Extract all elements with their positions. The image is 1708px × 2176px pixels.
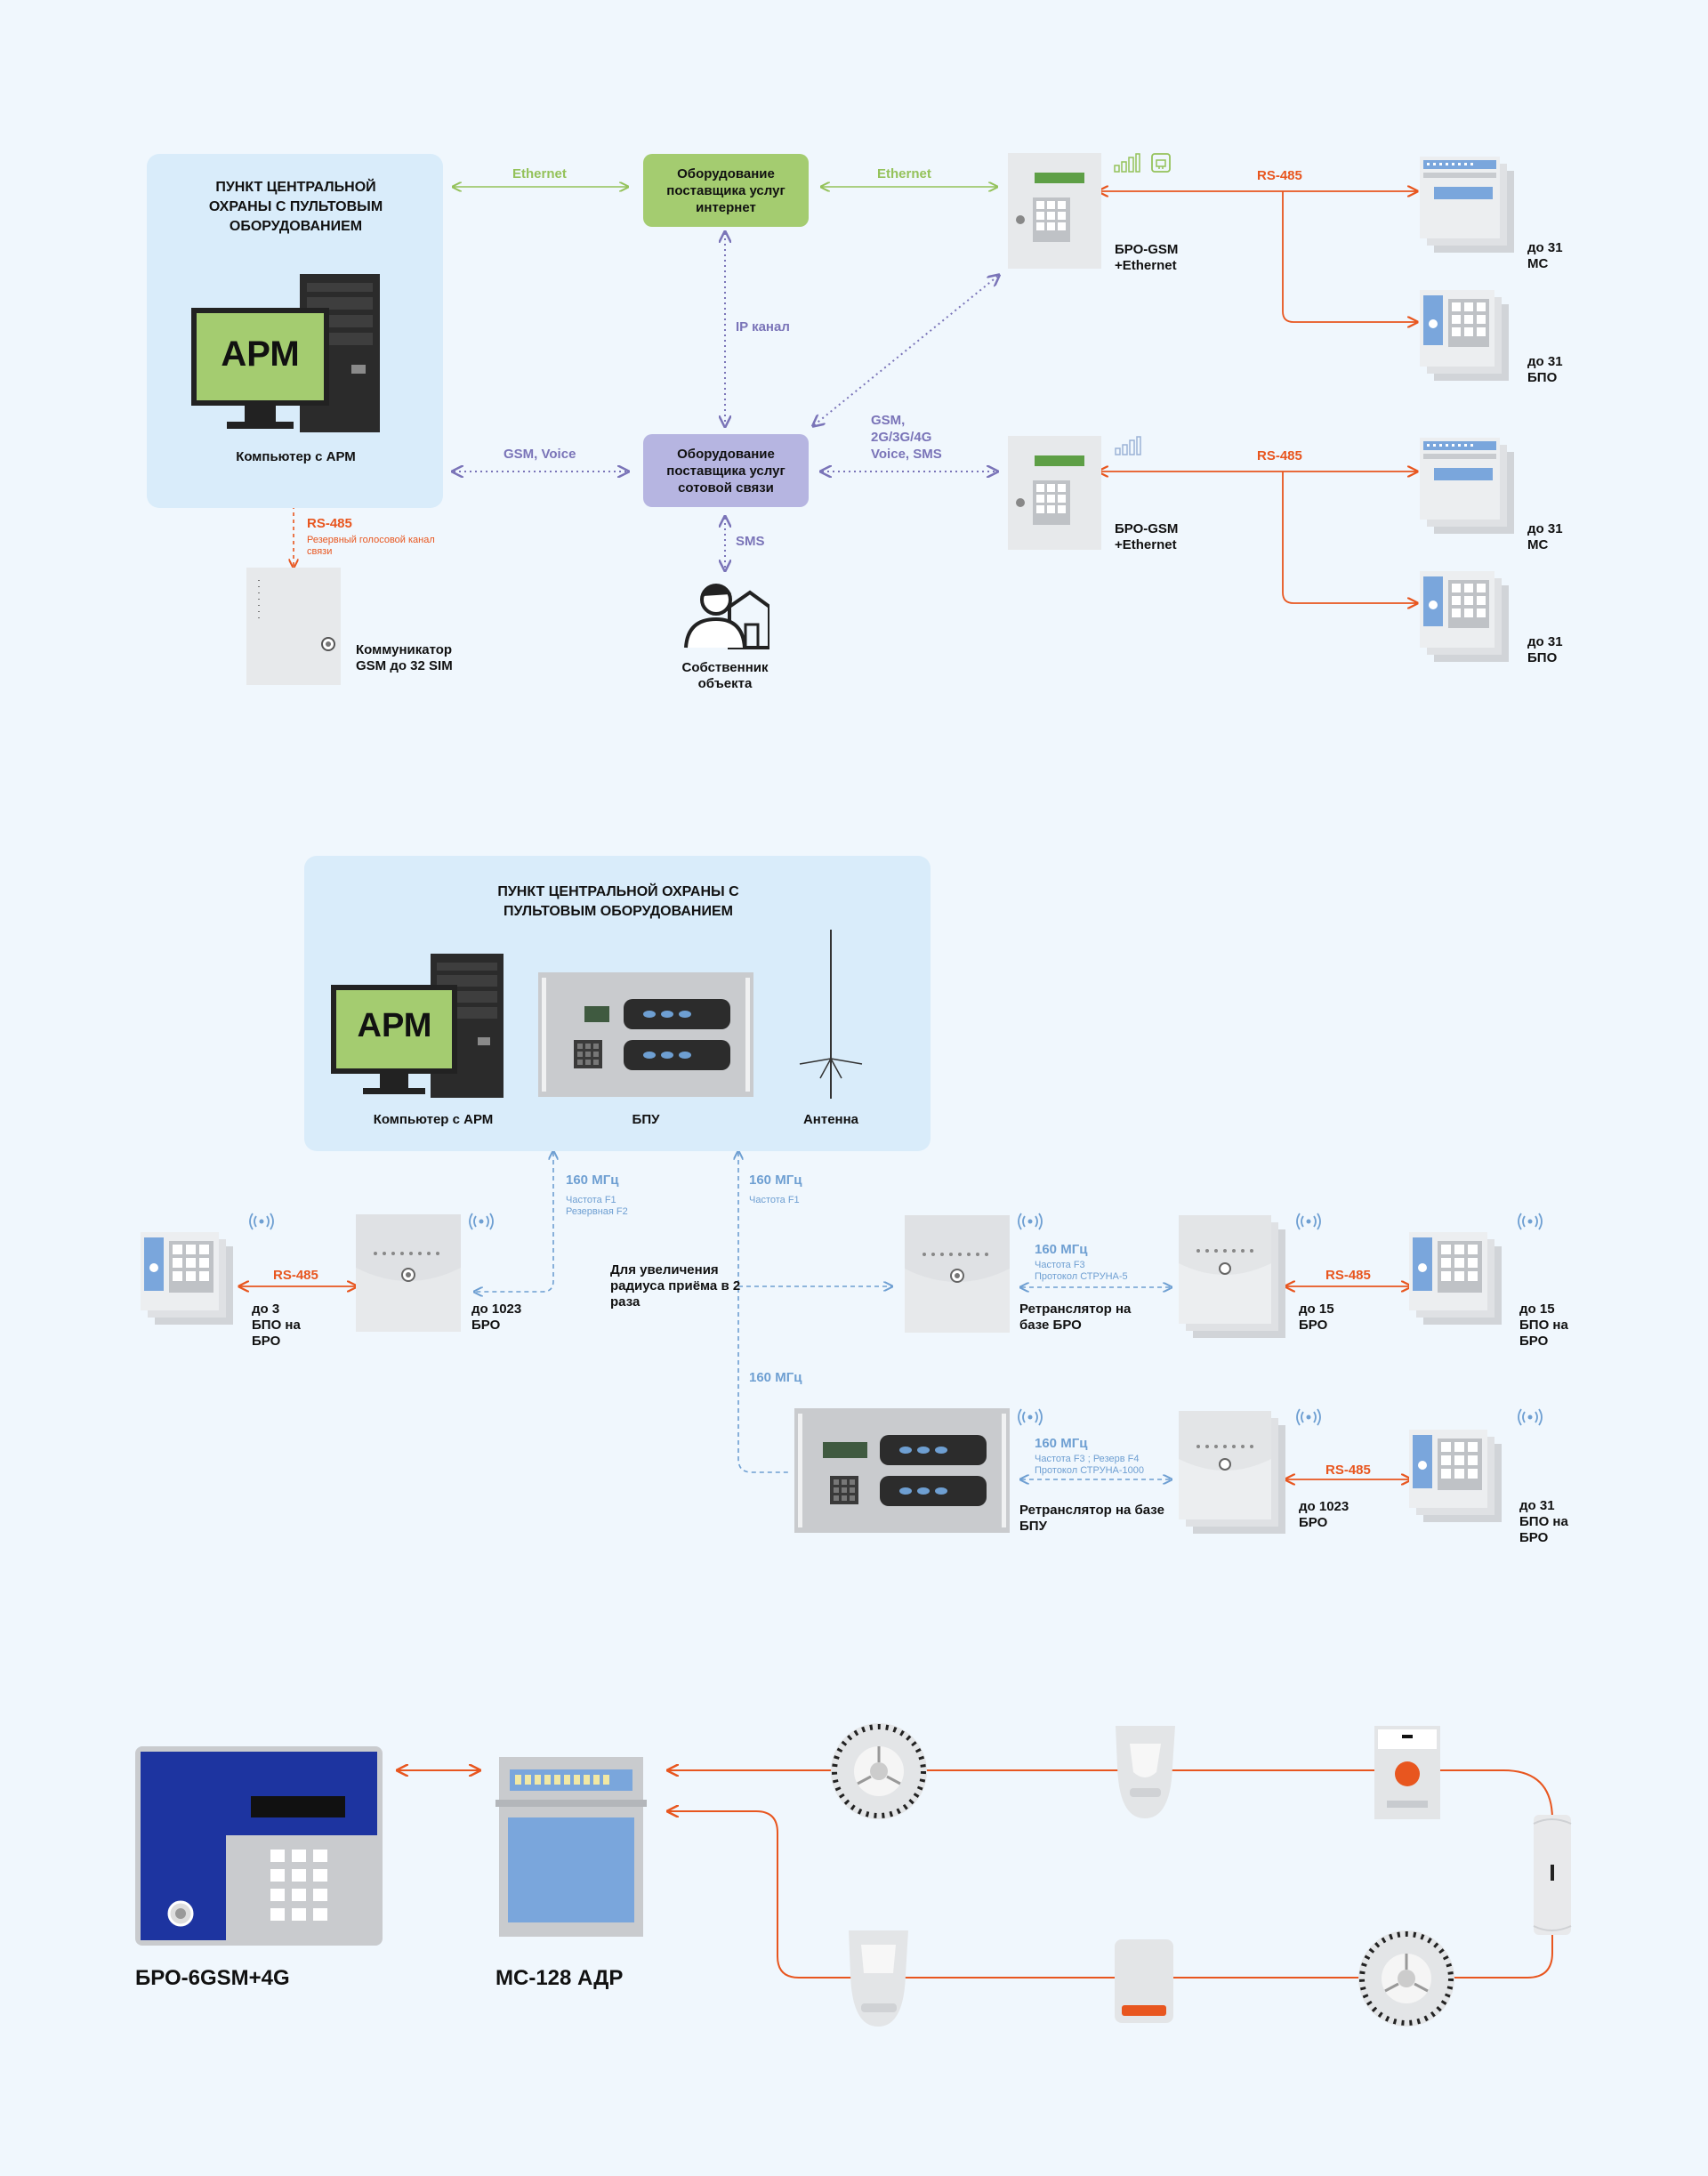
freq-left-note: Частота F1 Резервная F2 bbox=[566, 1195, 628, 1217]
freq-mid-note: Частота F1 bbox=[749, 1195, 800, 1205]
radio-wave-icon bbox=[1518, 1212, 1543, 1231]
ethernet-port-icon bbox=[1151, 153, 1171, 173]
radio-wave-icon bbox=[1518, 1407, 1543, 1427]
computer-icon bbox=[331, 954, 504, 1098]
communicator-label: Коммуникатор GSM до 32 SIM bbox=[356, 642, 453, 673]
left-bro-device bbox=[356, 1214, 461, 1332]
internet-provider-box: Оборудование поставщика услуг интернет bbox=[643, 154, 809, 227]
freq-left-label: 160 МГц bbox=[566, 1173, 619, 1188]
bpo-top-stack bbox=[1420, 290, 1518, 384]
relay2-rs485-label: RS-485 bbox=[1325, 1463, 1371, 1478]
bpo-top-label: до 31 БПО bbox=[1527, 354, 1563, 385]
antenna-icon bbox=[795, 925, 866, 1103]
bpo-bottom-label: до 31 БПО bbox=[1527, 634, 1563, 665]
relay-bro-caption: Ретранслятор на базе БРО bbox=[1019, 1302, 1132, 1333]
relay1-bro-stack bbox=[1179, 1215, 1287, 1340]
rs485-left-note: Резервный голосовой канал связи bbox=[307, 535, 435, 557]
motion-detector-icon bbox=[845, 1930, 912, 2028]
freq-mid-label: 160 МГц bbox=[749, 1173, 802, 1188]
relay-bpu-device bbox=[794, 1408, 1010, 1533]
relay1-freq-label: 160 МГц bbox=[1035, 1242, 1088, 1257]
manual-call-point-icon bbox=[1374, 1726, 1440, 1819]
relay2-bpo-label: до 31 БПО на БРО bbox=[1519, 1498, 1568, 1545]
radio-wave-icon bbox=[1296, 1407, 1321, 1427]
antenna-caption: Антенна bbox=[802, 1112, 859, 1127]
bpu-device bbox=[538, 972, 753, 1097]
central-station-title: ПУНКТ ЦЕНТРАЛЬНОЙ ОХРАНЫ С ПУЛЬТОВЫМ ОБО… bbox=[208, 180, 383, 234]
bro-gsm-top-device bbox=[1008, 153, 1101, 269]
communicator-device bbox=[246, 568, 341, 685]
radio-wave-icon bbox=[249, 1212, 274, 1231]
bpo-bottom-stack bbox=[1420, 571, 1518, 665]
rs485-left-label: RS-485 bbox=[307, 516, 352, 531]
arm-screen-text: АРМ bbox=[357, 1007, 432, 1044]
relay1-bro-label: до 15 БРО bbox=[1299, 1302, 1334, 1333]
relay2-bro-stack bbox=[1179, 1411, 1287, 1535]
magnetic-contact-icon bbox=[1530, 1815, 1575, 1935]
relay-bpu-caption: Ретранслятор на базе БПУ bbox=[1019, 1503, 1164, 1534]
radio-wave-icon bbox=[1018, 1407, 1043, 1427]
rs485-top-label: RS-485 bbox=[1257, 168, 1302, 183]
left-bpo-stack bbox=[141, 1232, 240, 1328]
relay1-note: Частота F3 Протокол СТРУНА-5 bbox=[1035, 1260, 1128, 1282]
relay2-freq-label: 160 МГц bbox=[1035, 1436, 1088, 1451]
ethernet-right-label: Ethernet bbox=[877, 166, 931, 181]
rs485-left-radio-label: RS-485 bbox=[273, 1268, 318, 1283]
owner-icon bbox=[681, 580, 771, 651]
cellular-provider-box: Оборудование поставщика услуг сотовой св… bbox=[643, 434, 809, 507]
sms-label: SMS bbox=[736, 534, 765, 549]
relay-bro-device bbox=[905, 1215, 1010, 1333]
arm-computer: АРМ bbox=[191, 274, 383, 434]
relay1-rs485-label: RS-485 bbox=[1325, 1268, 1371, 1283]
pc-caption-radio: Компьютер с АРМ bbox=[373, 1112, 494, 1127]
smoke-detector-icon bbox=[1357, 1929, 1456, 2028]
bro-gsm-bottom-device bbox=[1008, 436, 1101, 550]
bro-6gsm-device bbox=[135, 1746, 383, 1946]
computer-icon bbox=[191, 274, 380, 432]
arm-computer-radio: АРМ bbox=[331, 954, 504, 1100]
relay2-note: Частота F3 ; Резерв F4 Протокол СТРУНА-1… bbox=[1035, 1454, 1145, 1476]
increase-note: Для увеличения радиуса приёма в 2 раза bbox=[610, 1262, 741, 1310]
ms-128-device bbox=[495, 1757, 647, 1937]
bro-bottom-label: БРО-GSM +Ethernet bbox=[1115, 521, 1179, 552]
ms-top-label: до 31 МС bbox=[1527, 240, 1563, 271]
gsm-voice-label: GSM, Voice bbox=[504, 447, 576, 462]
ethernet-left-label: Ethernet bbox=[512, 166, 567, 181]
signal-icon bbox=[1114, 153, 1140, 173]
relay2-bpo-stack bbox=[1409, 1430, 1509, 1526]
bpu-caption: БПУ bbox=[632, 1112, 660, 1127]
motion-detector-icon bbox=[1112, 1726, 1179, 1819]
left-bpo-label: до 3 БПО на БРО bbox=[252, 1302, 301, 1349]
pc-caption: Компьютер с АРМ bbox=[236, 449, 356, 464]
ip-channel-label: IP канал bbox=[736, 319, 790, 334]
ms-top-stack bbox=[1420, 157, 1518, 256]
bro-top-label: БРО-GSM +Ethernet bbox=[1115, 242, 1179, 273]
radio-wave-icon bbox=[1296, 1212, 1321, 1231]
arm-screen-text: АРМ bbox=[221, 334, 300, 374]
relay1-bpo-stack bbox=[1409, 1232, 1509, 1328]
rs485-bottom-label: RS-485 bbox=[1257, 448, 1302, 463]
relay2-bro-label: до 1023 БРО bbox=[1299, 1499, 1349, 1530]
central-station-title-radio: ПУНКТ ЦЕНТРАЛЬНОЙ ОХРАНЫ С ПУЛЬТОВЫМ ОБО… bbox=[497, 884, 739, 919]
relay1-bpo-label: до 15 БПО на БРО bbox=[1519, 1302, 1568, 1349]
ms-bottom-label: до 31 МС bbox=[1527, 521, 1563, 552]
device1-label: БРО-6GSM+4G bbox=[135, 1966, 290, 1990]
owner-label: Собственник объекта bbox=[681, 660, 769, 691]
left-bro-label: до 1023 БРО bbox=[471, 1302, 522, 1333]
device2-label: МС-128 АДР bbox=[495, 1966, 624, 1990]
radio-wave-icon bbox=[469, 1212, 494, 1231]
smoke-detector-icon bbox=[829, 1721, 929, 1821]
siren-icon bbox=[1115, 1939, 1173, 2023]
gsm-multi-label: GSM, 2G/3G/4G Voice, SMS bbox=[871, 413, 942, 462]
ms-bottom-stack bbox=[1420, 438, 1518, 537]
freq-lower-label: 160 МГц bbox=[749, 1370, 802, 1385]
signal-icon bbox=[1115, 436, 1141, 455]
radio-wave-icon bbox=[1018, 1212, 1043, 1231]
